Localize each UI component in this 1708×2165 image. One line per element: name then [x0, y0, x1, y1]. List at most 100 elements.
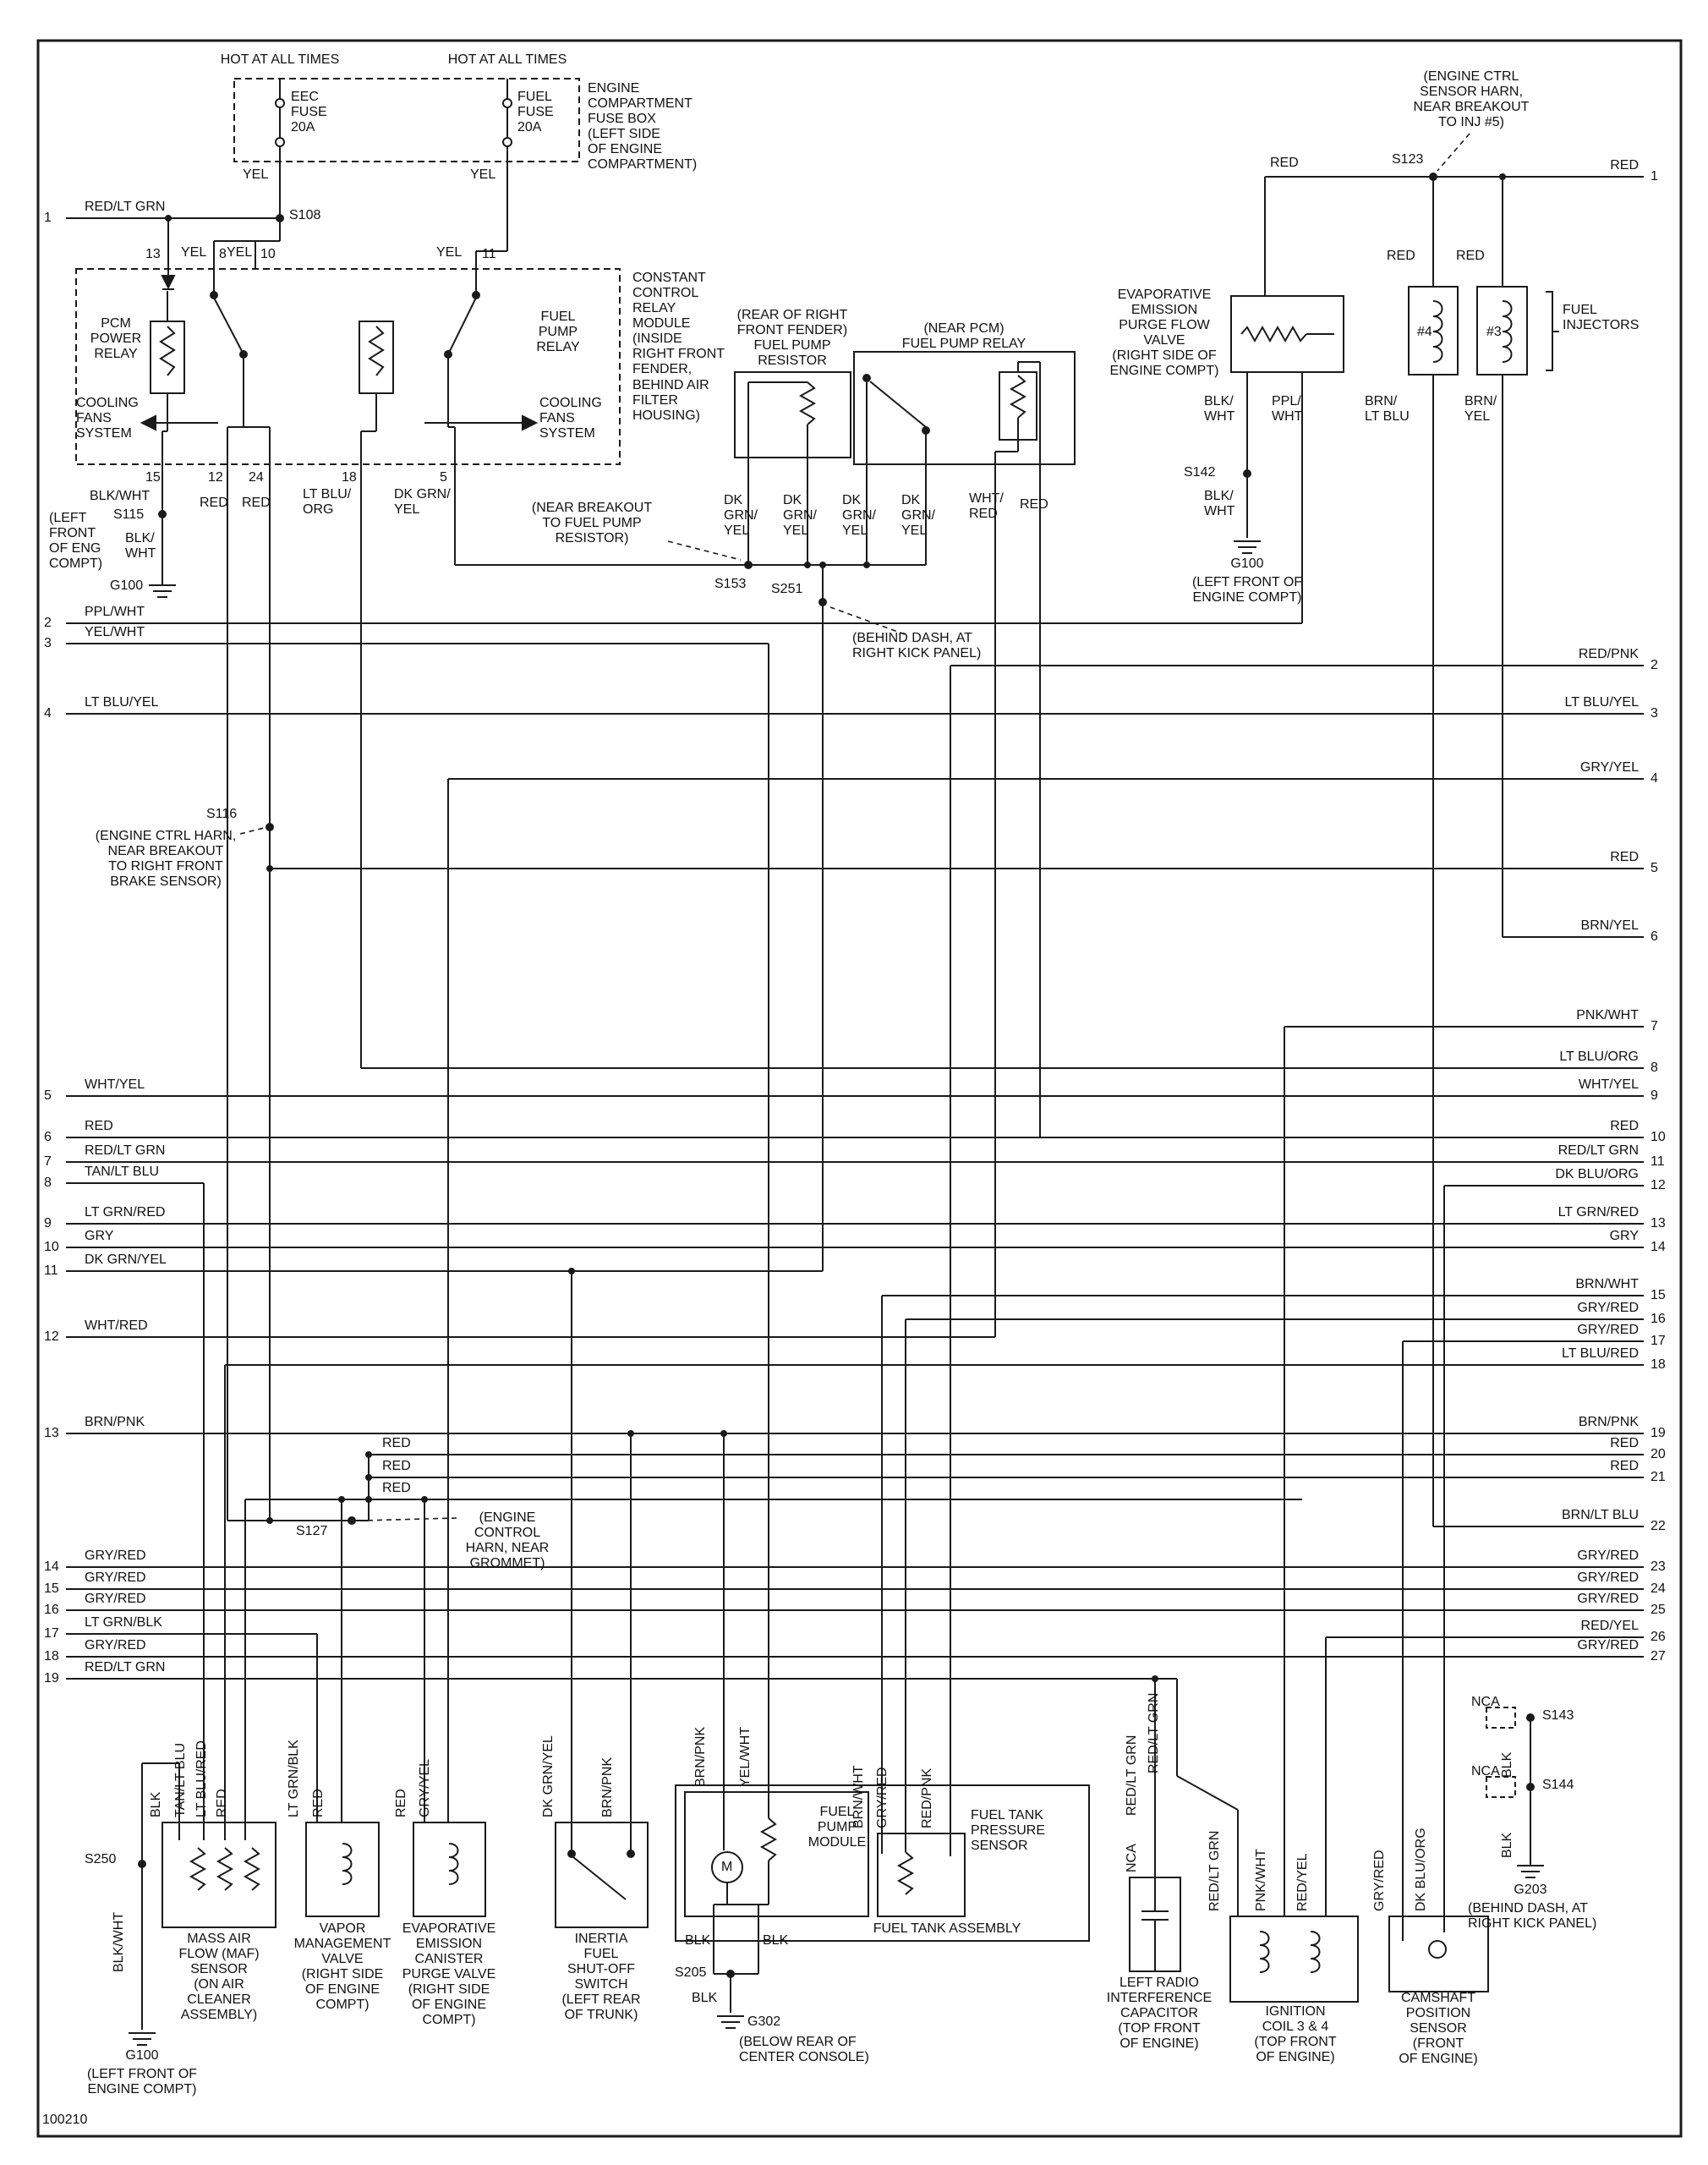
wire-label: RED/LT GRN [1147, 1692, 1161, 1773]
wire-number: 4 [44, 706, 52, 721]
wire-label: RED [382, 1459, 411, 1473]
splice-s250-label: S250 [85, 1852, 117, 1866]
wire-label: BLK/WHT [90, 489, 151, 503]
wire-label: LT GRN/RED [1557, 1205, 1639, 1220]
wire-label: RED [1456, 249, 1485, 263]
wire-label: RED [1610, 850, 1639, 864]
pin-number: 11 [482, 247, 496, 261]
wire-number: 16 [44, 1603, 59, 1617]
wire-label: BRN/PNK [600, 1757, 615, 1817]
wire-label: BRN/WHT [851, 1765, 866, 1828]
wire-number: 12 [44, 1329, 59, 1344]
ground-location-label: (LEFT FRONT OF ENGINE COMPT) [1191, 575, 1303, 606]
wire-number: 2 [1651, 658, 1658, 672]
ground-g100-label: G100 [110, 578, 144, 593]
wire-label: GRY [1609, 1229, 1639, 1243]
wire-label: RED [85, 1119, 113, 1133]
wire-label: BLK [1500, 1751, 1514, 1778]
wire-label: GRY/RED [1577, 1548, 1639, 1563]
wire-label: PPL/ WHT [1272, 394, 1303, 425]
wire-label: RED/YEL [1580, 1619, 1639, 1633]
wire-label: RED [382, 1436, 411, 1450]
hot-at-all-times-label-2: HOT AT ALL TIMES [447, 52, 567, 67]
wire-number: 5 [1651, 861, 1658, 875]
wire-number: 8 [44, 1176, 52, 1190]
wire-number: 9 [1651, 1088, 1658, 1103]
wire-label: BLK [763, 1933, 789, 1948]
wire-number: 8 [1651, 1061, 1658, 1075]
wire-label: RED/LT GRN [1207, 1830, 1222, 1911]
ground-g203-label: G203 [1514, 1883, 1547, 1897]
wire-number: 18 [44, 1649, 59, 1663]
maf-sensor-label: MASS AIR FLOW (MAF) SENSOR (ON AIR CLEAN… [178, 1932, 260, 2023]
wire-number: 23 [1651, 1559, 1666, 1574]
splice-s116-location-label: (ENGINE CTRL HARN, NEAR BREAKOUT TO RIGH… [95, 829, 237, 890]
wire-label: LT BLU/YEL [1564, 695, 1639, 710]
wire-label: RED/YEL [1295, 1853, 1310, 1911]
wire-label: RED/LT GRN [1557, 1143, 1639, 1158]
wire-label: BRN/ LT BLU [1365, 394, 1410, 425]
wire-label: NCA [1125, 1844, 1139, 1872]
wire-label: TAN/LT BLU [173, 1742, 188, 1817]
wire-label: LT BLU/RED [194, 1740, 209, 1817]
wire-label: DK GRN/ YEL [783, 493, 817, 539]
wire-label: YEL/WHT [85, 625, 145, 639]
splice-s205-label: S205 [675, 1965, 707, 1980]
wire-label: GRY/RED [1577, 1323, 1639, 1337]
splice-s143-label: S143 [1542, 1708, 1574, 1723]
wire-number: 12 [1651, 1178, 1666, 1192]
wire-label: GRY/RED [85, 1638, 146, 1653]
wire-label: DK GRN/ YEL [901, 493, 935, 539]
wire-label: BRN/YEL [1580, 918, 1639, 933]
cooling-fans-label-left: COOLING FANS SYSTEM [76, 396, 139, 441]
wire-label: GRY [85, 1229, 114, 1243]
fuel-pump-module-label: FUEL PUMP MODULE [807, 1805, 867, 1850]
wire-label: RED/LT GRN [85, 1660, 166, 1674]
wire-label: GRY/YEL [418, 1758, 432, 1817]
wire-number: 13 [44, 1426, 59, 1440]
wire-label: DK GRN/ YEL [394, 487, 451, 518]
wire-label: BLK [692, 1991, 718, 2005]
wire-number: 17 [44, 1626, 59, 1641]
wire-label: DK BLU/ORG [1414, 1828, 1428, 1911]
wire-number: 15 [1651, 1288, 1666, 1302]
hot-at-all-times-label-1: HOT AT ALL TIMES [220, 52, 340, 67]
wire-label: RED [215, 1789, 229, 1817]
vapor-management-valve-label: VAPOR MANAGEMENT VALVE (RIGHT SIDE OF EN… [293, 1921, 391, 2013]
wire-number: 3 [1651, 706, 1658, 721]
wire-label: RED/PNK [920, 1768, 934, 1828]
wire-number: 19 [44, 1671, 59, 1685]
wire-number: 27 [1651, 1649, 1666, 1663]
pin-number: 18 [342, 470, 357, 485]
splice-s108-label: S108 [289, 208, 321, 222]
wire-label: LT GRN/BLK [85, 1615, 162, 1630]
wire-label: GRY/RED [85, 1592, 146, 1606]
wire-label: BLK [685, 1933, 711, 1948]
motor-symbol-label: M [721, 1860, 733, 1874]
splice-s115-label: S115 [113, 507, 145, 522]
wire-number: 15 [44, 1581, 59, 1596]
ground-location-label: (LEFT FRONT OF ENGINE COMPT) [86, 2067, 198, 2097]
wire-number: 11 [1651, 1154, 1665, 1169]
inertia-switch-label: INERTIA FUEL SHUT-OFF SWITCH (LEFT REAR … [561, 1932, 641, 2023]
wire-number: 1 [1651, 169, 1658, 184]
wire-number: 1 [44, 211, 52, 225]
wire-label: BLK/ WHT [125, 531, 156, 562]
wire-label: RED [394, 1789, 408, 1817]
wire-label: YEL [243, 167, 269, 182]
wire-label: WHT/YEL [85, 1077, 145, 1092]
wire-label: DK GRN/ YEL [724, 493, 758, 539]
wire-label: WHT/ RED [969, 491, 1004, 522]
ground-g100-label: G100 [1230, 556, 1264, 571]
wire-number: 14 [44, 1559, 59, 1574]
splice-s127-label: S127 [296, 1524, 328, 1538]
wire-number: 6 [1651, 929, 1658, 944]
ignition-coil-label: IGNITION COIL 3 & 4 (TOP FRONT OF ENGINE… [1254, 2004, 1337, 2065]
wire-label: BRN/LT BLU [1562, 1508, 1639, 1522]
splice-s142-label: S142 [1184, 465, 1216, 480]
wire-label: RED [1387, 249, 1415, 263]
splice-s123-label: S123 [1392, 152, 1424, 167]
wire-number: 9 [44, 1216, 52, 1230]
